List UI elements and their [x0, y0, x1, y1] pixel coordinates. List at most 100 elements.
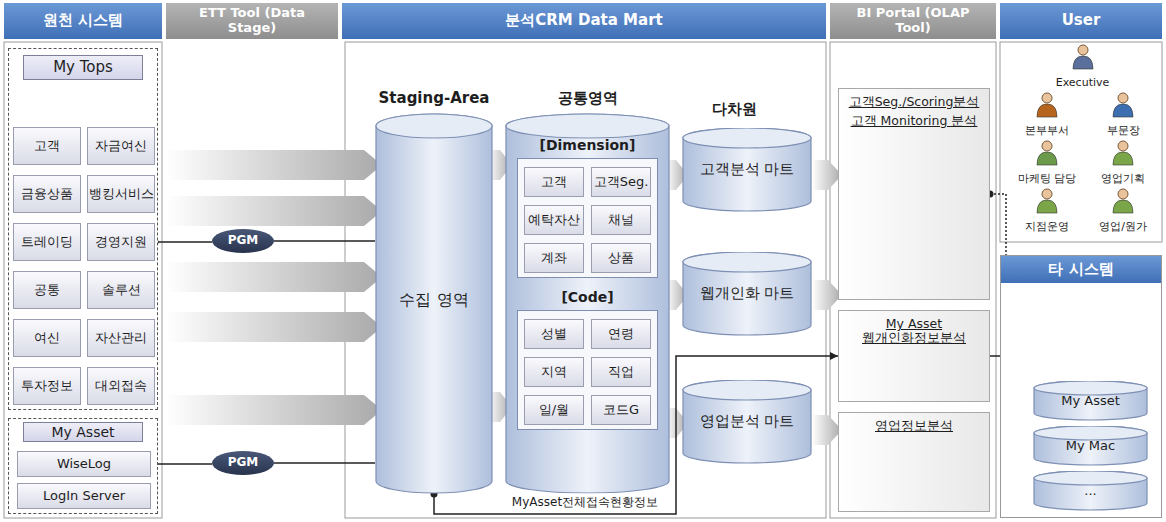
- module-box: LogIn Server: [17, 483, 151, 509]
- person-icon: [1034, 140, 1060, 166]
- module-box: 채널: [591, 205, 651, 235]
- system-panel: 타 시스템 My Asset My Mac...: [1000, 255, 1162, 518]
- node-text: 상품: [608, 251, 634, 266]
- module-box: 코드G: [591, 395, 651, 425]
- node-text: ...: [1084, 484, 1096, 499]
- node-text: 자금여신: [95, 139, 147, 154]
- user-role: 영업/원가: [1088, 188, 1158, 234]
- node-text: Staging-Area: [379, 90, 490, 107]
- person-icon: [1110, 92, 1136, 118]
- node-text: [Code]: [518, 289, 657, 305]
- node-text: 고객분석 마트: [700, 161, 795, 178]
- node-text: 부문장: [1107, 125, 1140, 138]
- module-box: 일/월: [524, 395, 584, 425]
- module-box: 자금여신: [87, 127, 155, 165]
- node-text: 공통영역: [558, 90, 618, 107]
- node-text: 채널: [608, 213, 634, 228]
- module-box: 뱅킹서비스: [87, 175, 155, 213]
- module-box: 솔루션: [87, 271, 155, 309]
- mart-cylinder: 고객분석 마트: [682, 128, 812, 212]
- node-text: My Tops: [23, 55, 143, 80]
- person-icon: [1070, 44, 1096, 70]
- node-text: 공통: [34, 283, 60, 298]
- user-role: Executive: [1045, 44, 1120, 90]
- node-text: PGM: [228, 456, 259, 470]
- node-text: 연령: [608, 327, 634, 342]
- module-box: 투자정보: [13, 367, 81, 405]
- user-role: 마케팅 담당: [1012, 140, 1082, 186]
- node-text: LogIn Server: [43, 489, 125, 504]
- program-oval: PGM: [212, 229, 274, 253]
- node-text: 자산관리: [95, 331, 147, 346]
- module-box: 여신: [13, 319, 81, 357]
- node-text: 계좌: [541, 251, 567, 266]
- node-text: 지역: [541, 365, 567, 380]
- module-box: 고객Seg.: [591, 167, 651, 197]
- column-header: User: [1000, 3, 1162, 39]
- node-text: 본부부서: [1025, 125, 1069, 138]
- module-box: 상품: [591, 243, 651, 273]
- node-text: 영업분석 마트: [700, 413, 795, 430]
- node-text: 타 시스템: [1001, 256, 1161, 283]
- mart-cylinder: 영업분석 마트: [682, 380, 812, 464]
- module-box: 연령: [591, 319, 651, 349]
- module-box: 고객: [524, 167, 584, 197]
- column-header: ETT Tool (Data Stage): [166, 3, 338, 39]
- node-text: 고객 Monitoring 분석: [851, 114, 978, 128]
- connector-line: [151, 463, 212, 465]
- node-text: 마케팅 담당: [1018, 173, 1077, 186]
- node-text: BI Portal (OLAP Tool): [853, 6, 973, 36]
- column-header: 원천 시스템: [4, 3, 162, 39]
- node-text: 코드G: [603, 403, 639, 418]
- connector-line: [155, 241, 212, 243]
- module-box: 지역: [524, 357, 584, 387]
- module-box: 예탁자산: [524, 205, 584, 235]
- node-text: 대외접속: [95, 379, 147, 394]
- module-box: 고객: [13, 127, 81, 165]
- storage-cylinder: Staging-Area 수집 영역: [375, 88, 493, 494]
- node-text: 예탁자산: [528, 213, 580, 228]
- module-box: WiseLog: [17, 451, 151, 477]
- node-text: 일/월: [539, 403, 569, 418]
- storage-cylinder: 공통영역 [Dimension] 고객 고객Seg. 예탁자산 채널계좌 상품 [Code] 성…: [505, 88, 670, 494]
- system-cylinder: ...: [1033, 471, 1148, 511]
- mart-cylinder: 웹개인화 마트: [682, 252, 812, 336]
- user-panel: [1000, 42, 1162, 242]
- node-text: 수집 영역: [399, 291, 468, 309]
- node-text: My Asset 웹개인화정보분석: [842, 317, 986, 346]
- node-text: 여신: [34, 331, 60, 346]
- node-text: 트레이딩: [21, 235, 73, 250]
- person-icon: [1110, 140, 1136, 166]
- node-text: [Dimension]: [518, 137, 657, 153]
- node-text: 고객Seg./Scoring분석: [849, 95, 980, 109]
- node-text: My Mac: [1066, 439, 1115, 454]
- system-group: My Tops고객자금여신금융상품뱅킹서비스트레이딩경영지원공통솔루션여신자산관…: [8, 48, 158, 410]
- user-role: 영업기획: [1088, 140, 1158, 186]
- column-header: BI Portal (OLAP Tool): [830, 3, 996, 39]
- module-box: 경영지원: [87, 223, 155, 261]
- node-text: 영업정보분석: [875, 419, 953, 433]
- node-text: 지점운영: [1025, 221, 1069, 234]
- node-text: 분석CRM Data Mart: [505, 12, 662, 29]
- analysis-panel: 영업정보분석: [838, 412, 990, 512]
- connector-line: [274, 240, 375, 242]
- connector-label: MyAsset전체접속현황정보: [509, 494, 661, 511]
- node-text: 고객Seg.: [594, 175, 649, 190]
- node-text: 성별: [541, 327, 567, 342]
- node-text: PGM: [228, 234, 259, 248]
- node-text: 솔루션: [102, 283, 141, 298]
- module-box: 직업: [591, 357, 651, 387]
- system-group: My AssetWiseLogLogIn Server: [8, 418, 158, 514]
- node-text: 영업/원가: [1099, 221, 1147, 234]
- node-text: 영업기획: [1101, 173, 1145, 186]
- system-cylinder: My Mac: [1033, 426, 1148, 466]
- node-text: Executive: [1056, 77, 1110, 90]
- module-box: 공통: [13, 271, 81, 309]
- program-oval: PGM: [212, 451, 274, 475]
- system-cylinder: My Asset: [1033, 381, 1148, 421]
- person-icon: [1034, 188, 1060, 214]
- analysis-panel: My Asset 웹개인화정보분석: [838, 310, 990, 402]
- node-text: ETT Tool (Data Stage): [192, 6, 312, 36]
- person-icon: [1110, 188, 1136, 214]
